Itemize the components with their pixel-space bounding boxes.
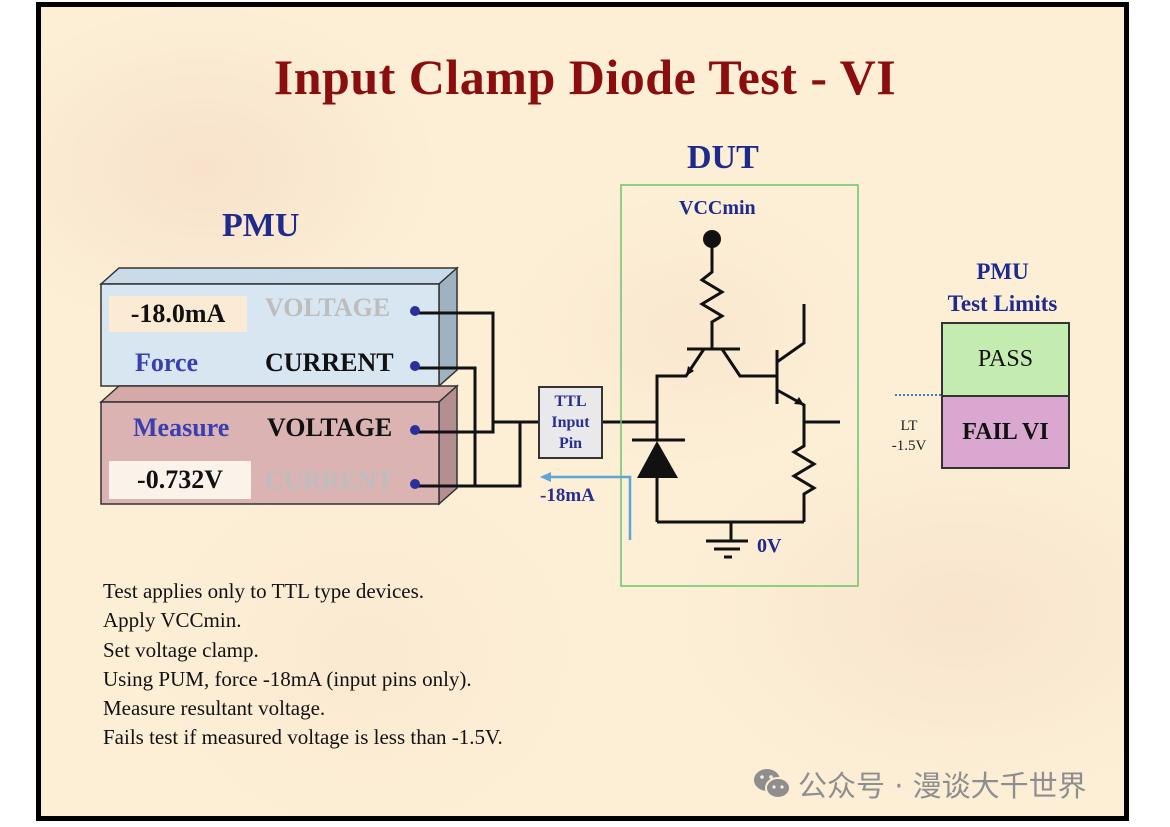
current-arrow xyxy=(540,472,632,540)
note-item: Measure resultant voltage. xyxy=(103,696,326,721)
emitter-arrow-icon xyxy=(686,366,694,376)
force-value-display: -18.0mA xyxy=(109,296,247,332)
ttl-input-pin: TTL Input Pin xyxy=(538,386,603,459)
force-voltage-label: VOLTAGE xyxy=(265,293,391,322)
vcc-label: VCCmin xyxy=(679,197,756,219)
wechat-icon xyxy=(754,769,791,799)
terminal-measure-current xyxy=(410,479,420,489)
current-arrow-label: -18mA xyxy=(540,485,595,506)
lower-limit-label: LT -1.5V xyxy=(880,416,938,456)
ground-label: 0V xyxy=(757,535,782,557)
pmu-title: PMU xyxy=(222,207,300,244)
clamp-diode-icon xyxy=(637,441,678,478)
test-limits-title: PMU Test Limits xyxy=(935,256,1070,320)
terminal-force-voltage xyxy=(410,306,420,316)
pullup-resistor-icon xyxy=(699,239,725,349)
lower-limit-line1: LT xyxy=(900,418,918,434)
force-current-label: CURRENT xyxy=(265,348,394,377)
test-limits-title-line2: Test Limits xyxy=(947,291,1058,316)
test-notes: Test applies only to TTL type devices. A… xyxy=(103,577,503,753)
output-transistor-emitter xyxy=(776,388,806,422)
measure-voltage-label: VOLTAGE xyxy=(267,413,393,442)
output-transistor-collector xyxy=(776,304,806,364)
measure-value-display: -0.732V xyxy=(109,461,251,499)
fail-region: FAIL VI xyxy=(941,395,1070,469)
watermark-text: 公众号 · 漫谈大千世界 xyxy=(798,769,1087,803)
slide-title: Input Clamp Diode Test - VI xyxy=(273,49,897,105)
terminal-measure-voltage xyxy=(410,425,420,435)
ttl-line-3: Pin xyxy=(558,435,583,452)
wire-sense-return xyxy=(475,422,522,488)
lower-limit-line2: -1.5V xyxy=(891,438,927,454)
watermark: 公众号 · 漫谈大千世界 xyxy=(752,763,1087,805)
note-item: Set voltage clamp. xyxy=(103,637,259,662)
wire-force-current-measure-current xyxy=(415,366,477,488)
pass-region: PASS xyxy=(941,322,1070,395)
measure-label: Measure xyxy=(133,413,230,442)
emitter-resistor-icon xyxy=(791,422,817,522)
note-item: Test applies only to TTL type devices. xyxy=(103,579,425,603)
pmu-wiring xyxy=(415,311,657,488)
note-item: Fails test if measured voltage is less t… xyxy=(103,725,503,750)
wire-force-voltage-measure-voltage xyxy=(415,311,495,434)
ttl-line-1: TTL xyxy=(554,393,587,410)
terminal-force-current xyxy=(410,361,420,371)
ttl-line-2: Input xyxy=(551,414,590,431)
input-transistor-emitter xyxy=(655,348,706,422)
pmu-force-block xyxy=(99,266,459,388)
note-item: Using PUM, force -18mA (input pins only)… xyxy=(103,666,472,691)
force-label: Force xyxy=(135,348,199,377)
measure-current-label: CURRENT xyxy=(265,466,394,495)
test-limits-title-line1: PMU xyxy=(976,259,1029,284)
dut-boundary xyxy=(620,184,859,587)
dut-circuit xyxy=(632,230,840,559)
dut-title: DUT xyxy=(687,139,759,176)
note-item: Apply VCCmin. xyxy=(103,608,242,633)
emitter-arrow-icon-2 xyxy=(794,397,804,405)
input-transistor-collector xyxy=(720,348,777,378)
